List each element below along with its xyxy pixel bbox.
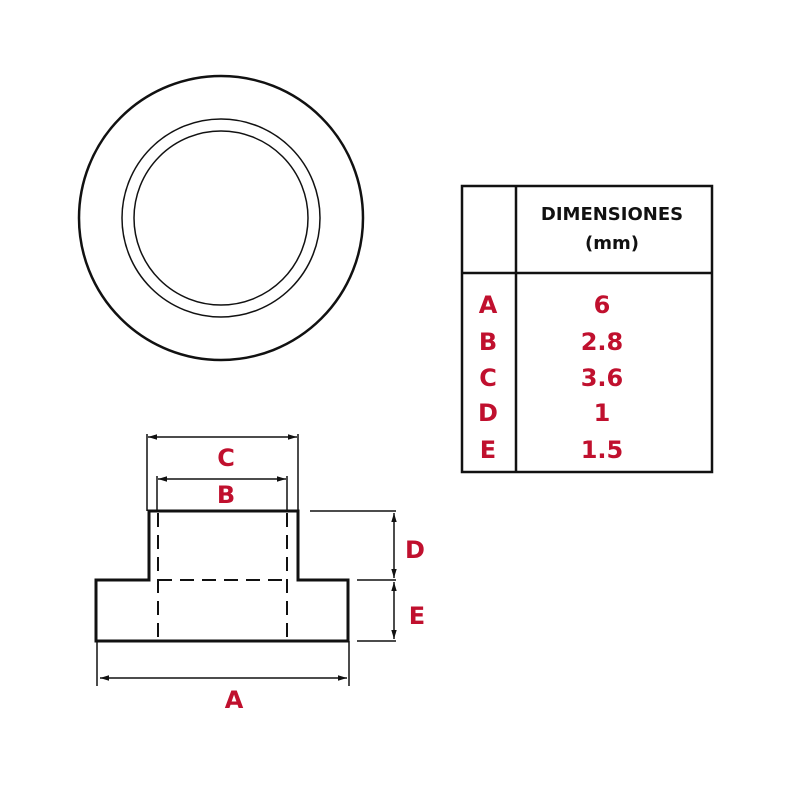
dimensions-table: DIMENSIONES (mm) A 6B 2.8C 3.6D 1E 1.5 [460, 184, 714, 474]
dimension-c-label: C [217, 444, 235, 472]
table-row-label: D [478, 399, 498, 427]
side-view: C B A D E [94, 434, 425, 714]
flange-inner-circle [121, 118, 321, 318]
table-row-label: E [480, 436, 496, 464]
table-row-value: 1.5 [581, 436, 624, 464]
dimension-b-label: B [217, 481, 235, 509]
table-row-value: 3.6 [581, 364, 624, 392]
table-row-label: B [479, 328, 497, 356]
table-row-value: 2.8 [581, 328, 624, 356]
dimension-d-label: D [405, 536, 425, 564]
bore-circle [133, 130, 309, 306]
table-header-unit: (mm) [585, 233, 639, 254]
top-view [77, 74, 365, 362]
table-row-value: 1 [594, 399, 611, 427]
outer-circle [77, 74, 365, 362]
table-row-value: 6 [594, 291, 611, 319]
table-header-title: DIMENSIONES [541, 204, 683, 225]
dimension-e-label: E [409, 602, 425, 630]
dimension-a-label: A [225, 686, 244, 714]
table-row-label: C [479, 364, 497, 392]
table-row-label: A [479, 291, 498, 319]
profile-outline [94, 509, 350, 643]
